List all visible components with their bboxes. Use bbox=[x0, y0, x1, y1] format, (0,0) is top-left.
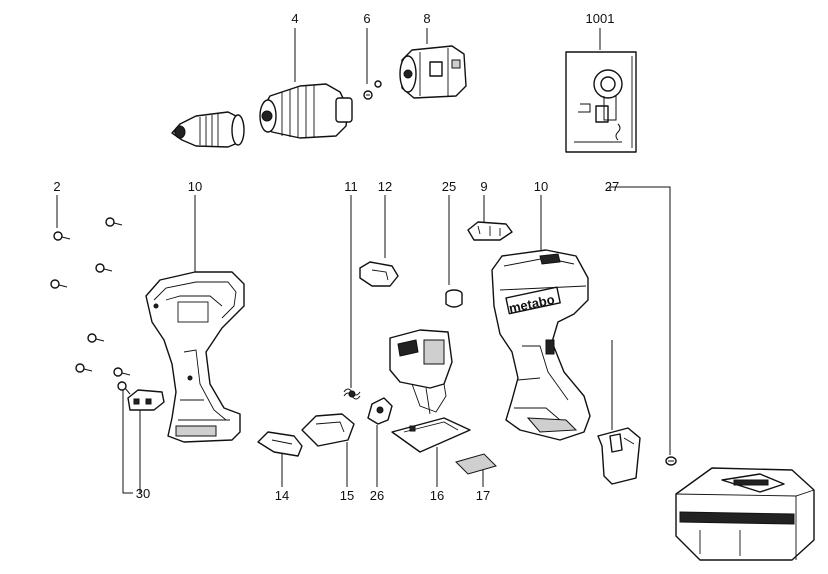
callout-14: 14 bbox=[275, 488, 289, 503]
switch-assembly-16 bbox=[389, 329, 471, 453]
leader-lines bbox=[56, 28, 671, 494]
callout-27: 27 bbox=[605, 179, 619, 194]
callout-10-left: 10 bbox=[188, 179, 202, 194]
belt-clip-27 bbox=[597, 340, 641, 485]
direction-switch-12 bbox=[359, 261, 399, 287]
clip-screw bbox=[665, 456, 677, 466]
screw-6 bbox=[363, 80, 382, 100]
sleeve-25 bbox=[445, 289, 463, 308]
screw bbox=[113, 367, 131, 377]
part-14 bbox=[257, 431, 303, 457]
part-9 bbox=[467, 221, 513, 241]
screw bbox=[53, 231, 71, 241]
gearbox-assembly bbox=[259, 83, 353, 139]
pad-17 bbox=[455, 453, 497, 475]
screw bbox=[75, 363, 93, 373]
callout-26: 26 bbox=[370, 488, 384, 503]
callout-16: 16 bbox=[430, 488, 444, 503]
housing-screws bbox=[50, 217, 131, 395]
callout-30: 30 bbox=[136, 486, 150, 501]
label-plate bbox=[565, 51, 637, 153]
screw bbox=[50, 279, 68, 289]
part-30 bbox=[127, 389, 165, 411]
callout-17: 17 bbox=[476, 488, 490, 503]
screw bbox=[95, 263, 113, 273]
housing-half-left bbox=[145, 271, 245, 443]
callout-9: 9 bbox=[480, 179, 487, 194]
spring-11 bbox=[343, 388, 361, 400]
screw bbox=[105, 217, 123, 227]
callout-2: 2 bbox=[53, 179, 60, 194]
callout-12: 12 bbox=[378, 179, 392, 194]
screw bbox=[87, 333, 105, 343]
callout-25: 25 bbox=[442, 179, 456, 194]
part-26 bbox=[367, 397, 393, 425]
callout-10-right: 10 bbox=[534, 179, 548, 194]
part-15 bbox=[301, 413, 355, 447]
callout-15: 15 bbox=[340, 488, 354, 503]
callout-8: 8 bbox=[423, 11, 430, 26]
callout-11: 11 bbox=[344, 179, 358, 194]
callout-labels: 4 6 8 1001 2 10 11 12 25 9 10 27 30 14 1… bbox=[53, 11, 619, 503]
battery-pack bbox=[675, 467, 815, 561]
callout-4: 4 bbox=[291, 11, 298, 26]
drill-chuck bbox=[171, 111, 245, 148]
callout-6: 6 bbox=[363, 11, 370, 26]
motor bbox=[399, 45, 467, 99]
housing-half-right: metabo bbox=[491, 249, 591, 441]
screw bbox=[117, 381, 131, 395]
callout-1001: 1001 bbox=[586, 11, 615, 26]
